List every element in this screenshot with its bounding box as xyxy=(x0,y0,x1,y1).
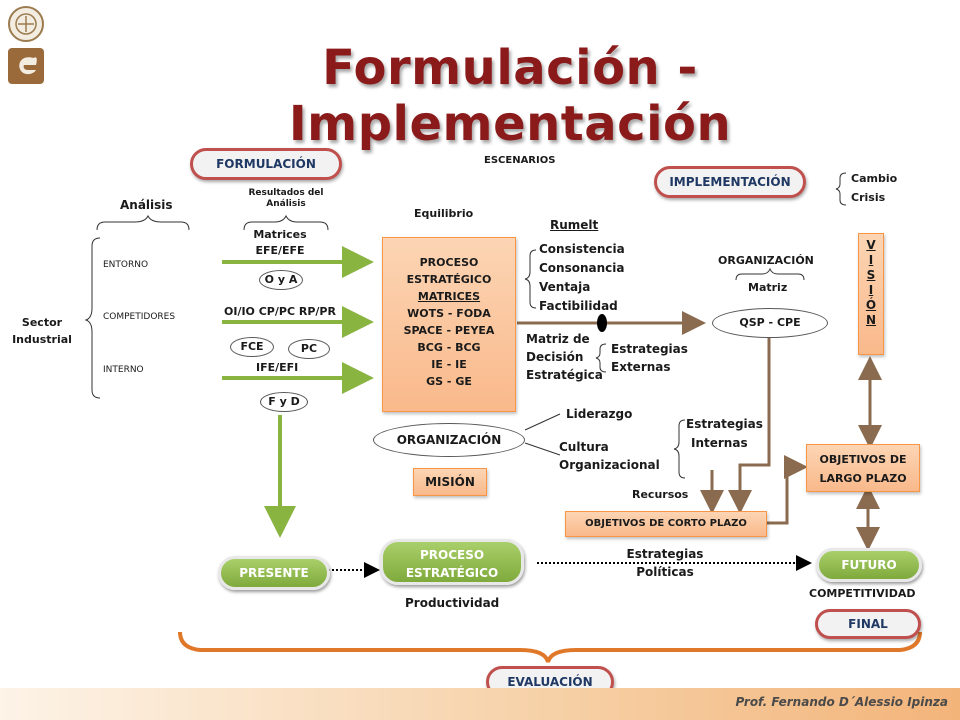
futuro-pill: FUTURO xyxy=(816,548,922,582)
proceso-estrategico-pill: PROCESO ESTRATÉGICO xyxy=(380,539,524,585)
entorno-label: ENTORNO xyxy=(103,260,149,270)
rumelt-brace xyxy=(524,249,537,309)
fce-oval: FCE xyxy=(230,337,274,357)
matrices-line: MATRICES xyxy=(417,290,481,303)
oi-io-label: OI/IO CP/PC RP/PR xyxy=(224,305,336,318)
estrategico-line: ESTRATÉGICO xyxy=(406,273,492,286)
rumelt-list: Consistencia Consonancia Ventaja Factibi… xyxy=(539,240,625,316)
analisis-brace xyxy=(96,214,190,231)
productividad-label: Productividad xyxy=(405,596,500,610)
qsp-oval: QSP - CPE xyxy=(712,308,828,338)
sector-brace xyxy=(84,237,101,399)
cultura-label: Cultura Organizacional xyxy=(559,438,660,474)
matriz-label: Matriz xyxy=(748,281,788,294)
matriz-de: Matriz de xyxy=(526,332,590,346)
vision-letter: Ó xyxy=(865,298,877,312)
ife-efi-label: IFE/EFI xyxy=(256,361,299,374)
formulacion-label: FORMULACIÓN xyxy=(190,148,342,180)
consonancia: Consonancia xyxy=(539,261,625,275)
objetivos-largo-box: OBJETIVOS DE LARGO PLAZO xyxy=(806,444,920,492)
analisis-label: Análisis xyxy=(120,198,173,212)
cultura-1: Cultura xyxy=(559,440,609,454)
escenarios-label: ESCENARIOS xyxy=(484,155,556,166)
cultura-2: Organizacional xyxy=(559,458,660,472)
evaluacion-brace xyxy=(178,631,922,663)
cambio-label: Cambio xyxy=(851,172,898,185)
vision-letter: I xyxy=(868,253,874,267)
estrategias-internas-label: Estrategias Internas xyxy=(686,415,763,453)
proceso-line: PROCESO xyxy=(419,256,479,269)
consistencia: Consistencia xyxy=(539,242,625,256)
estrategica: Estratégica xyxy=(526,368,603,382)
implementacion-label: IMPLEMENTACIÓN xyxy=(654,166,806,198)
estrategias-politicas-label: Estrategias Políticas xyxy=(625,545,705,581)
proceso-pill-1: PROCESO xyxy=(419,548,485,562)
oya-oval: O y A xyxy=(259,270,303,290)
objetivos-largo-1: OBJETIVOS DE xyxy=(819,453,907,466)
competitividad-label: COMPETITIVIDAD xyxy=(809,587,916,600)
objetivos-largo-2: LARGO PLAZO xyxy=(819,472,907,485)
bcg-line: BCG - BCG xyxy=(417,341,481,354)
gs-line: GS - GE xyxy=(426,375,472,388)
liderazgo-label: Liderazgo xyxy=(566,407,633,421)
vision-letter: S xyxy=(866,268,876,282)
presente-pill: PRESENTE xyxy=(218,556,330,590)
politicas: Políticas xyxy=(636,565,694,579)
estrategias-int-1: Estrategias xyxy=(686,417,763,431)
organizacion-oval: ORGANIZACIÓN xyxy=(373,423,525,457)
vision-letter: V xyxy=(866,238,876,252)
objetivos-corto-box: OBJETIVOS DE CORTO PLAZO xyxy=(565,511,767,537)
crisis-label: Crisis xyxy=(851,191,886,204)
ie-line: IE - IE xyxy=(431,358,467,371)
space-line: SPACE - PEYEA xyxy=(403,324,495,337)
competidores-label: COMPETIDORES xyxy=(103,312,176,322)
estrategias-int-2: Internas xyxy=(691,436,748,450)
estrategias-externas-label: Estrategias Externas xyxy=(611,340,688,376)
resultados-label: Resultados del Análisis xyxy=(248,188,324,209)
footer-author: Prof. Fernando D´Alessio Ipinza xyxy=(735,695,948,709)
fyd-oval: F y D xyxy=(260,392,308,412)
page-title: Formulación - Implementación xyxy=(288,40,732,152)
proceso-estrategico-box: PROCESO ESTRATÉGICO MATRICES WOTS - FODA… xyxy=(382,237,516,412)
vision-letter: I xyxy=(868,283,874,297)
vision-letter: N xyxy=(865,313,877,327)
estrategias-pol-1: Estrategias xyxy=(626,547,704,561)
sector-label: Sector Industrial xyxy=(12,316,72,346)
equilibrio-label: Equilibrio xyxy=(414,207,474,220)
vision-box: V I S I Ó N xyxy=(858,233,884,355)
estrategias-ext-2: Externas xyxy=(611,360,671,374)
pc-oval: PC xyxy=(288,339,330,359)
resultados-brace xyxy=(243,214,329,231)
mision-box: MISIÓN xyxy=(413,468,487,496)
ventaja: Ventaja xyxy=(539,280,591,294)
interno-label: INTERNO xyxy=(103,365,144,375)
final-label: FINAL xyxy=(815,609,921,639)
university-logo xyxy=(8,6,44,84)
organizacion-right-label: ORGANIZACIÓN xyxy=(718,254,814,267)
estrategias-ext-1: Estrategias xyxy=(611,342,688,356)
decision: Decisión xyxy=(526,350,584,364)
rumelt-label: Rumelt xyxy=(550,218,599,232)
proceso-pill-2: ESTRATÉGICO xyxy=(405,566,499,580)
recursos-label: Recursos xyxy=(632,488,689,501)
footer-bar xyxy=(0,688,960,720)
matriz-decision-label: Matriz de Decisión Estratégica xyxy=(526,330,603,384)
matrices-efe-label: Matrices EFE/EFE xyxy=(253,228,307,257)
factibilidad: Factibilidad xyxy=(539,299,618,313)
wots-line: WOTS - FODA xyxy=(407,307,491,320)
